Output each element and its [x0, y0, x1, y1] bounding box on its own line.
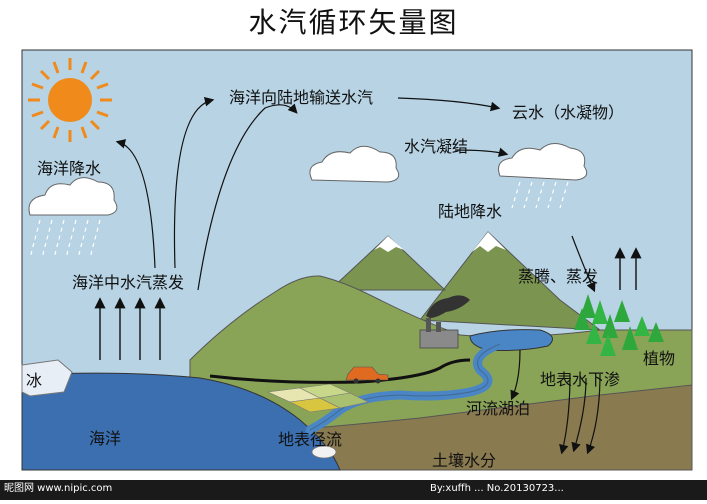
label-plants: 植物: [643, 350, 675, 368]
label-soil-moisture: 土壤水分: [432, 452, 496, 470]
label-ocean: 海洋: [89, 430, 121, 448]
label-cloud-water: 云水（水凝物）: [512, 104, 624, 122]
watermark-left: 昵图网 www.nipic.com: [4, 480, 112, 498]
label-ocean-precip: 海洋降水: [37, 160, 101, 178]
label-condensation: 水汽凝结: [404, 138, 468, 156]
label-ocean-to-land: 海洋向陆地输送水汽: [229, 89, 373, 107]
label-surface-runoff: 地表径流: [278, 431, 342, 449]
lake: [470, 330, 553, 351]
page-title: 水汽循环矢量图: [0, 6, 707, 40]
label-ocean-evap: 海洋中水汽蒸发: [72, 274, 184, 292]
label-ice: 冰: [26, 372, 42, 390]
label-land-precip: 陆地降水: [438, 203, 502, 221]
watermark-right: By:xuffh ... No.20130723...: [430, 480, 564, 498]
label-evapotranspiration: 蒸腾、蒸发: [518, 268, 598, 286]
label-rivers-lakes: 河流湖泊: [466, 400, 530, 418]
label-infiltration: 地表水下渗: [540, 371, 620, 389]
